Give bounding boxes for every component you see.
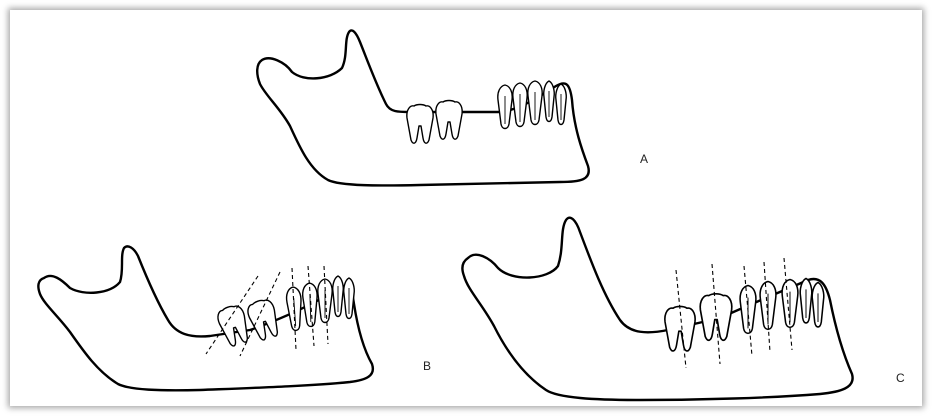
panel-label-c: C <box>896 371 905 385</box>
panel-b: B <box>38 246 431 390</box>
premolar-tooth <box>760 282 776 330</box>
premolar-tooth <box>513 83 527 127</box>
canine-tooth <box>318 279 332 323</box>
incisor-tooth <box>344 278 355 319</box>
molar-tooth <box>436 101 462 140</box>
incisor-tooth <box>544 81 555 122</box>
canine-tooth <box>528 81 542 125</box>
incisor-tooth <box>556 84 567 125</box>
canine-tooth <box>782 280 798 328</box>
panel-c: C <box>462 218 905 400</box>
panel-label-b: B <box>423 359 431 373</box>
premolar-tooth <box>498 85 512 129</box>
molar-tooth <box>407 105 433 144</box>
panel-a: A <box>257 30 648 185</box>
incisor-tooth <box>812 282 824 327</box>
molar-tooth <box>215 303 252 348</box>
panel-label-a: A <box>640 152 648 166</box>
incisor-tooth <box>333 276 344 317</box>
incisor-tooth <box>800 278 812 323</box>
molar-tooth <box>700 294 732 340</box>
